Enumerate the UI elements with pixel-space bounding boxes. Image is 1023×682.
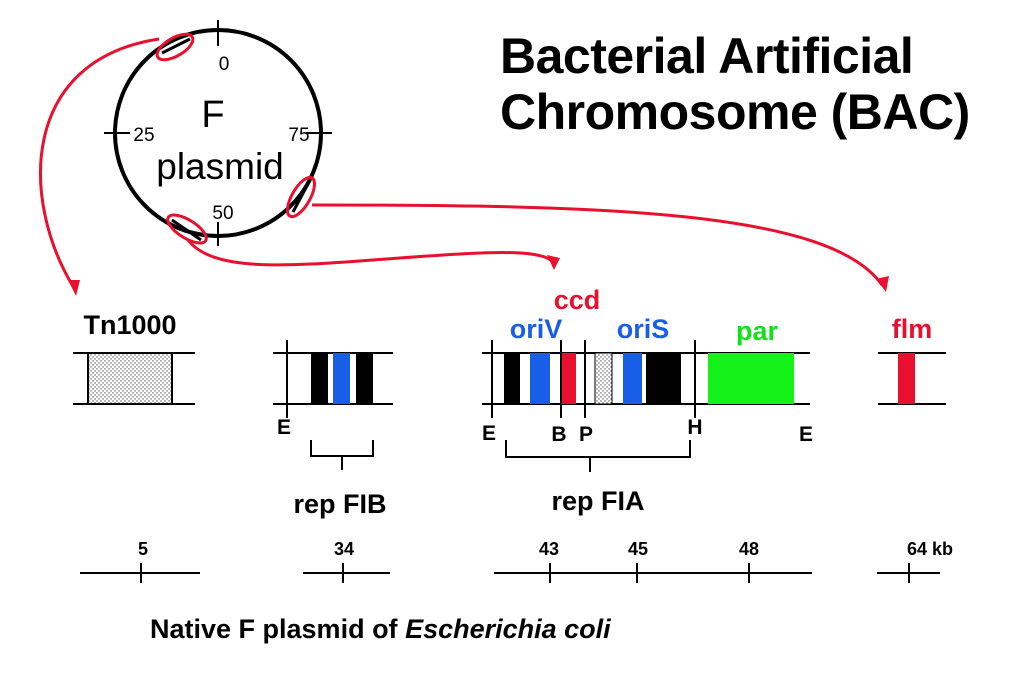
arrow-to-repfia [186, 239, 555, 267]
oriS-label: oriS [617, 314, 670, 344]
orIV-blue-box [530, 353, 550, 404]
tick-50-label: 50 [212, 203, 233, 224]
repfia-region-black-arc [171, 218, 202, 242]
tn1000-region-black-arc [161, 37, 191, 55]
repfib-black-box-2 [356, 353, 373, 404]
mapping-arrows [39, 37, 884, 289]
arrow-to-flm [311, 203, 884, 286]
repfib-segment: E rep FIB [273, 340, 393, 519]
par-green-box [708, 353, 794, 404]
repfia-region-marker [166, 213, 208, 245]
plasmid-region-markers [155, 32, 316, 245]
repfia-site-h: H [687, 416, 702, 439]
repfia-bracket [505, 440, 691, 472]
tn1000-region-marker [155, 32, 195, 62]
tn1000-segment: Tn1000 [73, 310, 195, 405]
repfib-e-site-label: E [277, 416, 291, 439]
scale-label-43: 43 [539, 539, 559, 559]
repfia-site-b: B [551, 423, 566, 446]
tick-75-label: 75 [288, 125, 309, 146]
diagram-title: Bacterial Artificial Chromosome (BAC) [500, 28, 970, 140]
flm-region-marker [286, 175, 316, 219]
ccd-red-box [560, 353, 576, 404]
repfia-site-p: P [579, 423, 593, 446]
repfib-black-box-1 [311, 353, 328, 404]
title-line-1: Bacterial Artificial [500, 28, 914, 84]
flm-red-box [898, 353, 915, 404]
scale-label-48: 48 [739, 539, 759, 559]
tick-0-label: 0 [219, 54, 230, 75]
arrow-to-tn1000 [39, 37, 160, 289]
tick-25-label: 25 [133, 125, 154, 146]
scale-label-5: 5 [138, 539, 148, 559]
arrow-heads [68, 255, 889, 296]
ccd-label: ccd [554, 285, 601, 315]
arrow-head-repfia [547, 255, 560, 270]
plasmid-name-plasmid: plasmid [156, 146, 284, 187]
par-label: par [736, 316, 779, 346]
plasmid-name-f: F [201, 94, 224, 136]
diagram-caption: Native F plasmid of Escherichia coli [150, 614, 611, 645]
caption-prefix: Native F plasmid of [150, 614, 406, 644]
tn1000-label: Tn1000 [83, 310, 176, 340]
repfia-segment: ccd oriV oriS par E B P H E rep FIA [482, 285, 813, 516]
title-line-2: Chromosome (BAC) [500, 84, 970, 140]
flm-segment: flm [878, 314, 946, 405]
arrow-head-tn1000 [68, 280, 80, 296]
scale-label-34: 34 [334, 539, 354, 559]
f-plasmid-map: 0 25 50 75 F plasmid [104, 20, 332, 246]
flm-label: flm [892, 314, 933, 344]
caption-organism: Escherichia coli [405, 614, 611, 644]
flm-region-black-arc [291, 181, 311, 213]
repfia-black-box-1 [504, 353, 520, 404]
scale-label-45: 45 [628, 539, 648, 559]
repfia-site-e2: E [799, 423, 813, 446]
tn1000-box [87, 352, 173, 405]
scale-label-64kb: 64 kb [907, 539, 953, 559]
kb-scale: 5 34 43 45 48 64 kb [80, 539, 953, 583]
oriS-blue-box [623, 353, 642, 404]
repfib-bracket [310, 440, 374, 470]
oriV-label: oriV [510, 314, 563, 344]
repfia-site-e1: E [482, 422, 496, 445]
repfia-black-box-2 [646, 353, 681, 404]
repfia-region-label: rep FIA [551, 486, 644, 516]
repfib-blue-box [333, 353, 350, 404]
repfia-stippled-box [594, 352, 613, 405]
repfib-region-label: rep FIB [293, 489, 386, 519]
arrow-head-flm [876, 276, 889, 292]
